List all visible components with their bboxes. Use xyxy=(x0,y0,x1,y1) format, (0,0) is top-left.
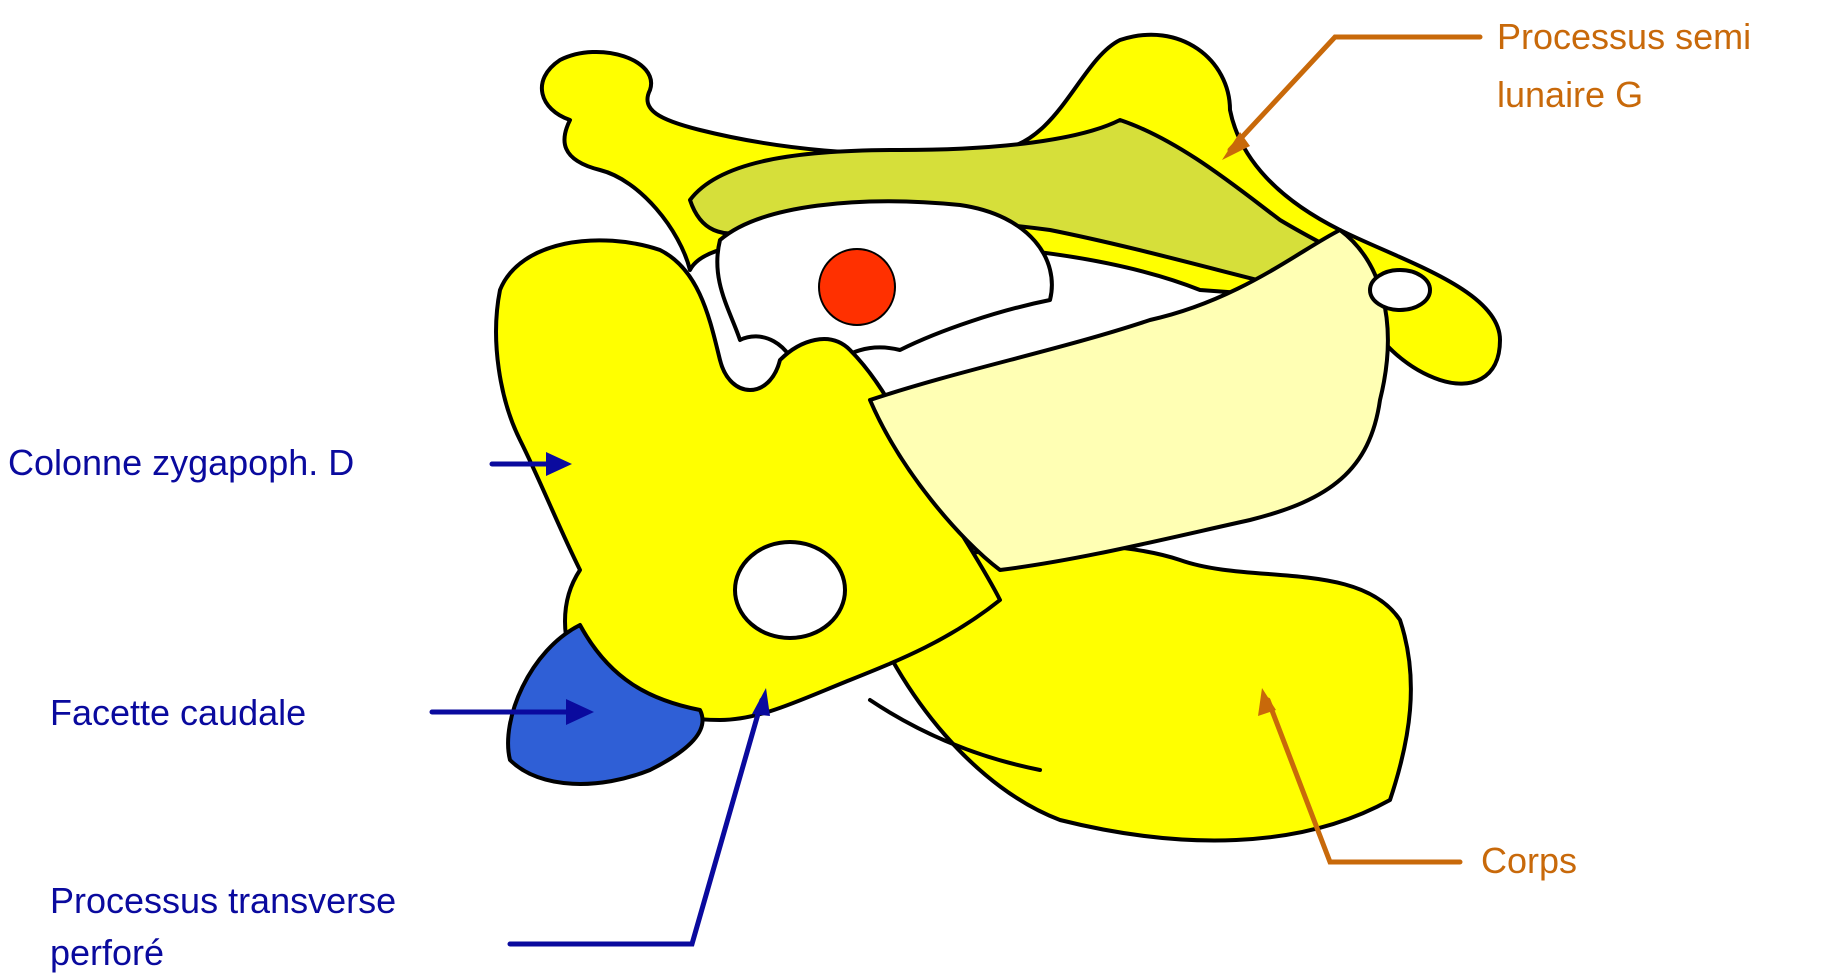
label-transverse-line1: Processus transverse xyxy=(50,878,396,924)
canal-marker xyxy=(819,249,895,325)
label-semi-lunar-line2: lunaire G xyxy=(1497,72,1643,118)
label-facette: Facette caudale xyxy=(50,690,306,736)
arch-foramen xyxy=(1370,270,1430,310)
label-colonne: Colonne zygapoph. D xyxy=(8,440,354,486)
label-transverse-line2: perforé xyxy=(50,930,164,976)
label-semi-lunar-line1: Processus semi xyxy=(1497,14,1751,60)
label-corps: Corps xyxy=(1481,838,1577,884)
transverse-foramen xyxy=(735,542,845,638)
leader-semi-lunar xyxy=(1230,37,1480,150)
